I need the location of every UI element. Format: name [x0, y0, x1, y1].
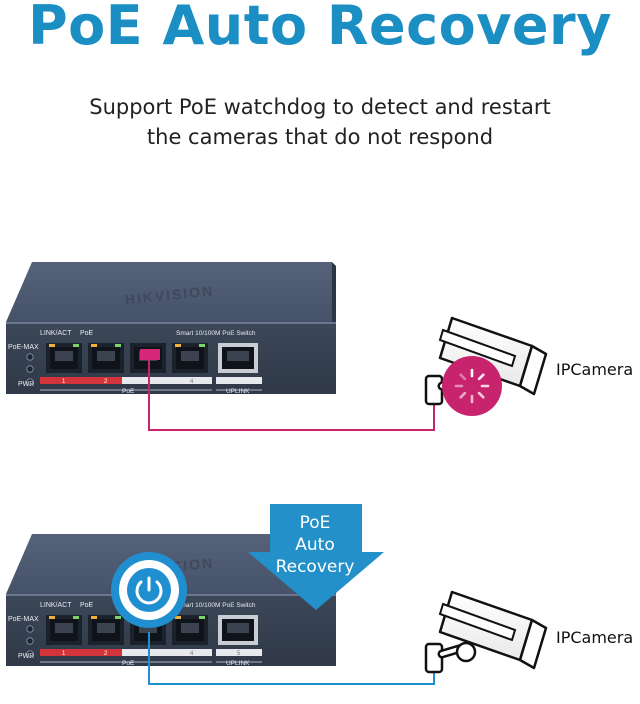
camera-bottom-label: IPCamera — [556, 628, 634, 647]
recovery-arrow — [248, 504, 384, 610]
page-title: PoE Auto Recovery — [28, 0, 612, 57]
recovery-label: PoE Auto Recovery — [262, 512, 368, 578]
poe-label: PoE — [80, 330, 94, 337]
recovery-line-1: PoE — [299, 513, 331, 533]
subtitle-line-1: Support PoE watchdog to detect and resta… — [89, 95, 551, 119]
failed-cable — [148, 360, 435, 431]
uplink-label: UPLINK — [226, 388, 250, 395]
camera-top-label: IPCamera — [556, 360, 634, 379]
page-subtitle: Support PoE watchdog to detect and resta… — [0, 92, 640, 152]
port-1-number-bottom: 1 — [62, 651, 66, 657]
model-label: Smart 10/100M PoE Switch — [176, 330, 256, 337]
restored-cable — [148, 632, 435, 685]
port-5-number-bottom: 5 — [237, 651, 241, 657]
switch-top: HIKVISION LINK/ACT PoE Smart 10/100M PoE… — [5, 261, 337, 395]
power-icon — [111, 552, 187, 628]
subtitle-line-2: the cameras that do not respond — [146, 125, 494, 149]
port-2-number: 2 — [104, 379, 108, 385]
port-4-number-bottom: 4 — [190, 651, 194, 657]
pwr-label: PWR — [18, 381, 34, 388]
link-act-label-bottom: LINK/ACT — [40, 602, 72, 609]
poe-max-label-bottom: PoE-MAX — [8, 616, 39, 623]
port-2-number-bottom: 2 — [104, 651, 108, 657]
poe-label-bottom: PoE — [80, 602, 94, 609]
port-1-number: 1 — [62, 379, 66, 385]
pwr-label-bottom: PWR — [18, 653, 34, 660]
camera-bottom — [424, 590, 548, 674]
poe-strip-label: PoE — [122, 388, 135, 395]
poe-max-label: PoE-MAX — [8, 344, 39, 351]
uplink-label-bottom: UPLINK — [226, 660, 250, 667]
failed-port-highlight — [140, 349, 160, 360]
loading-spinner-icon — [442, 356, 502, 416]
recovery-line-2: Auto — [295, 535, 335, 555]
port-4-number: 4 — [190, 379, 194, 385]
model-label-bottom: Smart 10/100M PoE Switch — [176, 602, 256, 609]
recovery-line-3: Recovery — [275, 557, 355, 577]
link-act-label: LINK/ACT — [40, 330, 72, 337]
poe-strip-label-bottom: PoE — [122, 660, 135, 667]
